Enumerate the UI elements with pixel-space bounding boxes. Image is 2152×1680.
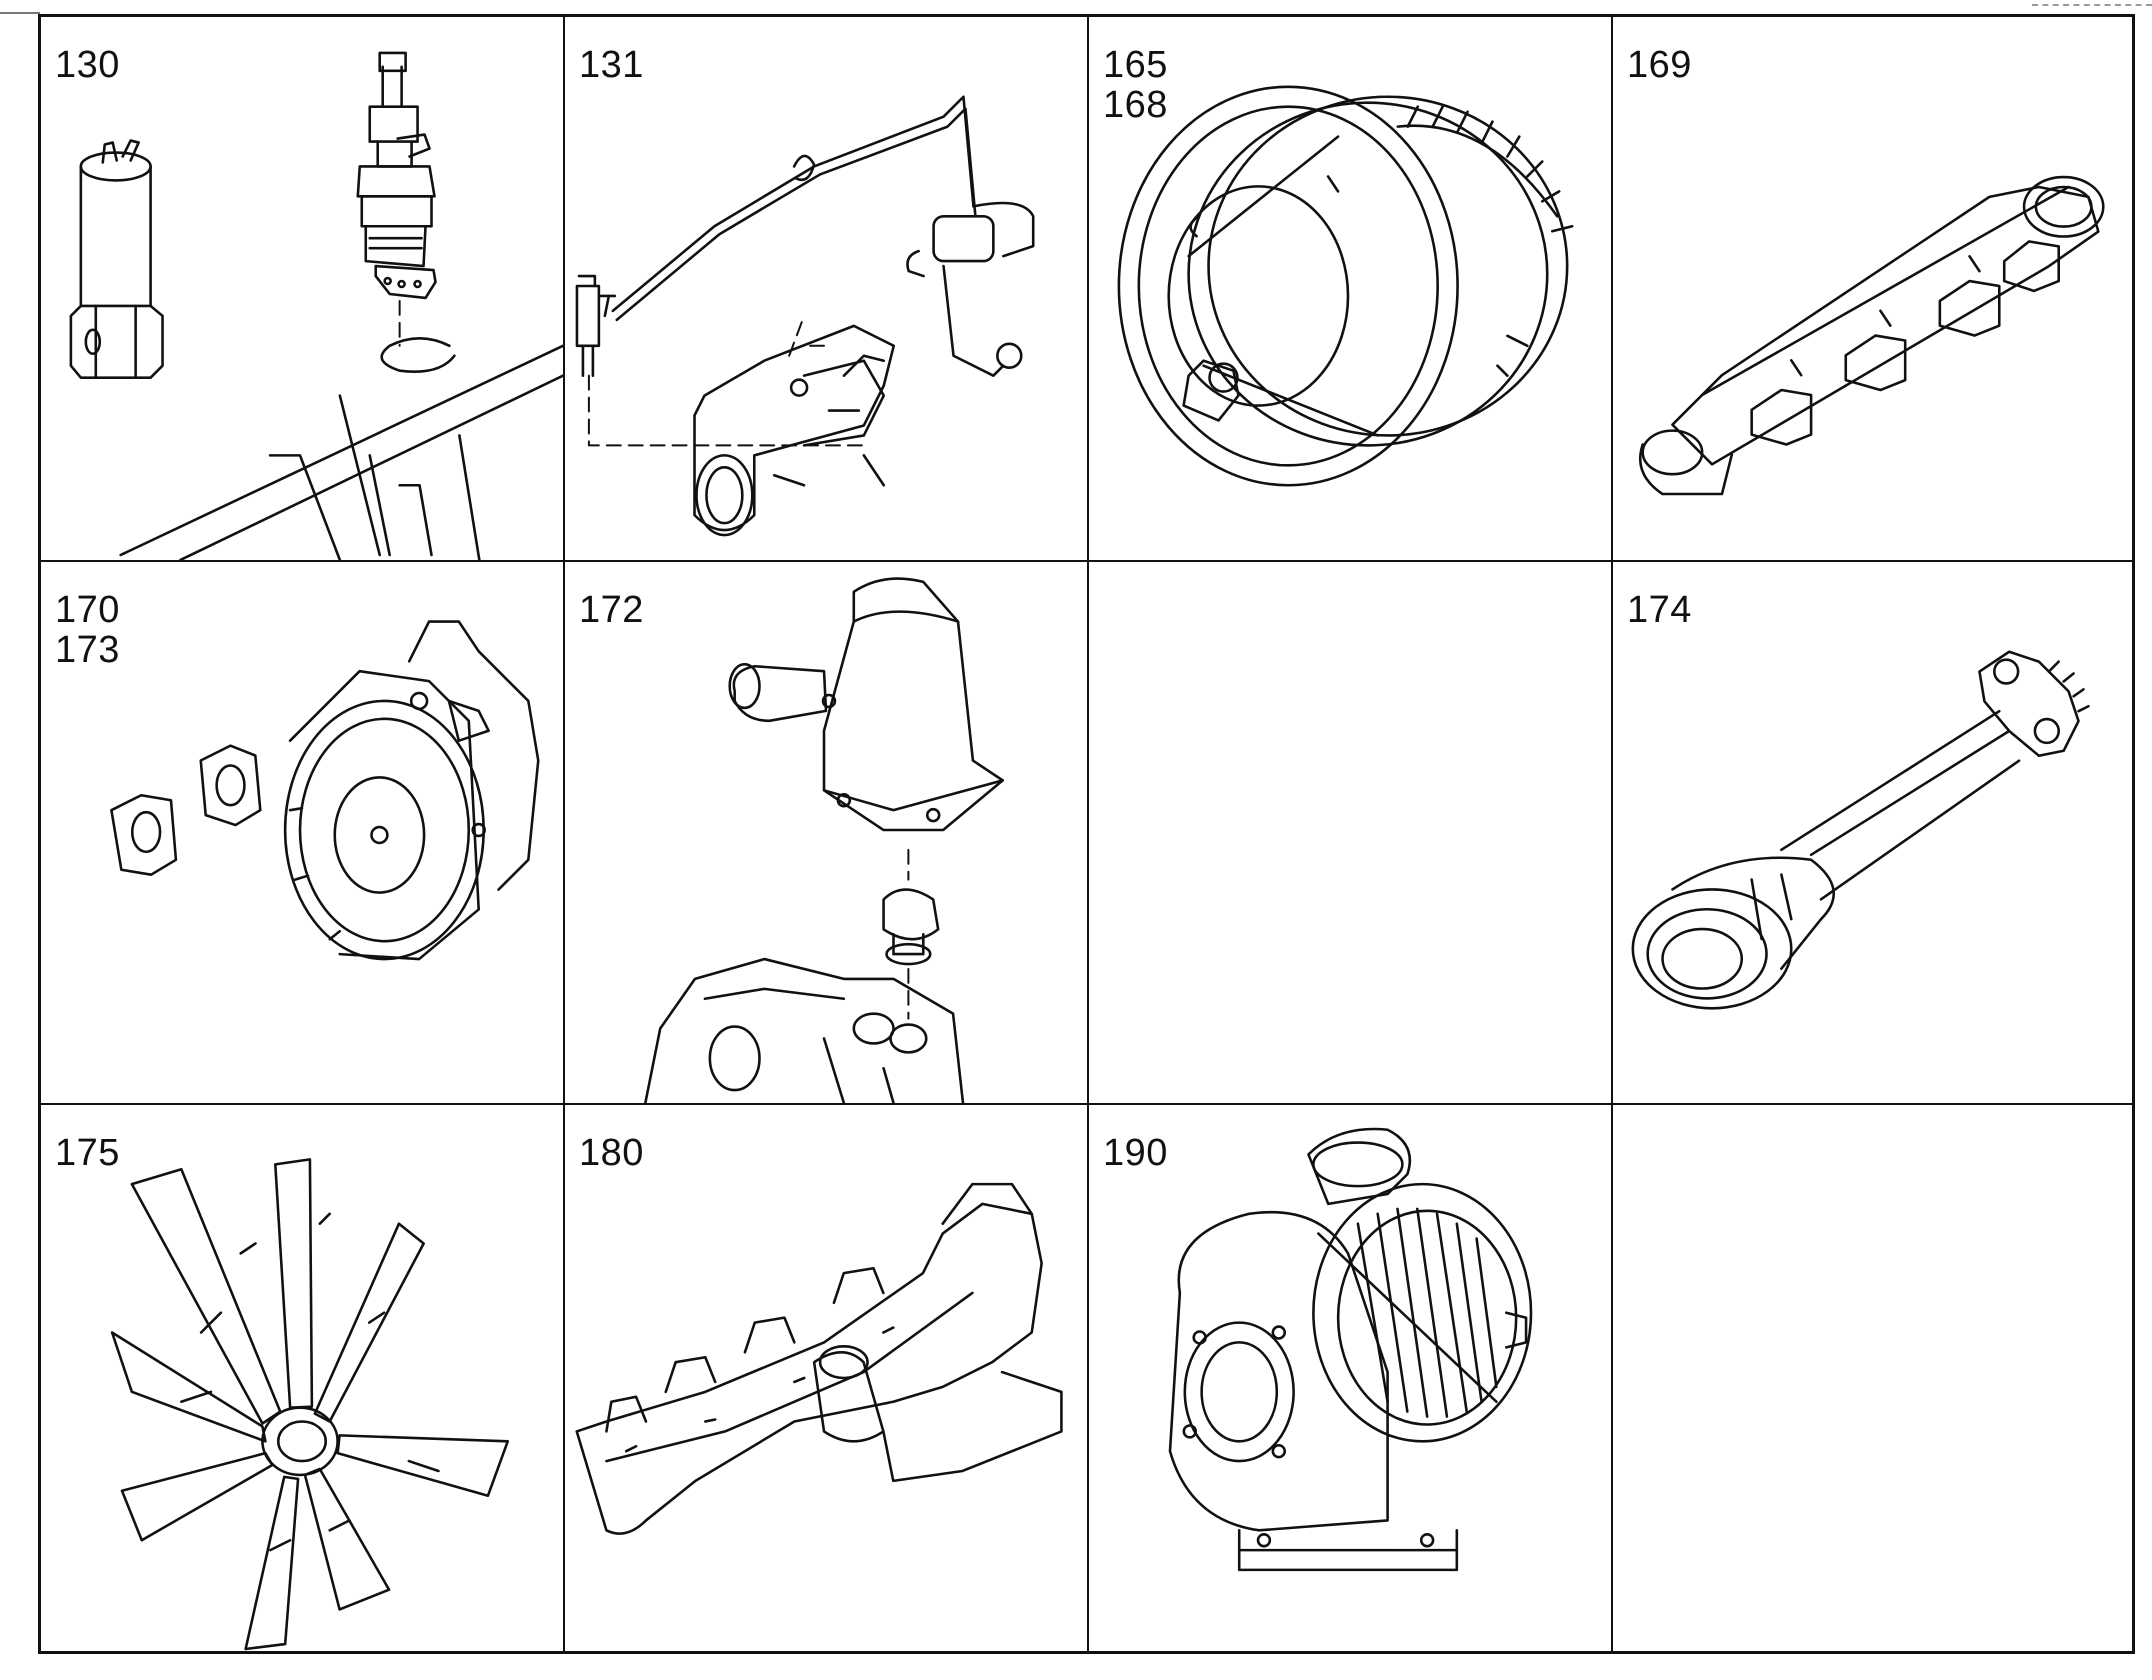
fan-blade-icon [110,1158,510,1651]
part-number-label: 170 173 [55,589,120,671]
cell-130[interactable]: 130 [41,17,565,562]
cell-175[interactable]: 175 [41,1105,565,1651]
part-number-label: 174 [1627,589,1692,631]
cell-190[interactable]: 190 [1089,1105,1613,1651]
cell-165[interactable]: 165 168 [1089,17,1613,562]
part-number-label: 175 [55,1132,120,1174]
fuel-line-icon [575,95,1035,537]
exhaust-manifold-icon [575,1182,1063,1535]
intake-manifold-icon [1638,175,2105,496]
cell-174[interactable]: 174 [1613,562,2132,1105]
cell-131[interactable]: 131 [565,17,1089,562]
cell-180[interactable]: 180 [565,1105,1089,1651]
cell-empty-2 [1613,1105,2132,1651]
parts-diagram-sheet: 130 [38,14,2135,1654]
injector-and-filter-icon [69,51,563,560]
cell-170[interactable]: 170 173 [41,562,565,1105]
part-number-label: 172 [579,589,644,631]
parts-grid: 130 [41,17,2132,1651]
cell-empty-1 [1089,562,1613,1105]
scan-edge-line [2032,4,2152,6]
thermostat-housing-icon [644,577,1004,1103]
part-number-label: 165 168 [1103,44,1168,126]
flywheel-housing-icon [110,620,540,961]
pulley-damper-icon [1117,85,1574,487]
turbocharger-icon [1168,1127,1533,1572]
drive-shaft-icon [1631,650,2090,1010]
part-number-label: 130 [55,44,120,86]
cell-172[interactable]: 172 [565,562,1089,1105]
part-number-label: 190 [1103,1132,1168,1174]
part-number-label: 180 [579,1132,644,1174]
scan-edge-line [0,12,40,14]
cell-169[interactable]: 169 [1613,17,2132,562]
part-number-label: 169 [1627,44,1692,86]
part-number-label: 131 [579,44,644,86]
